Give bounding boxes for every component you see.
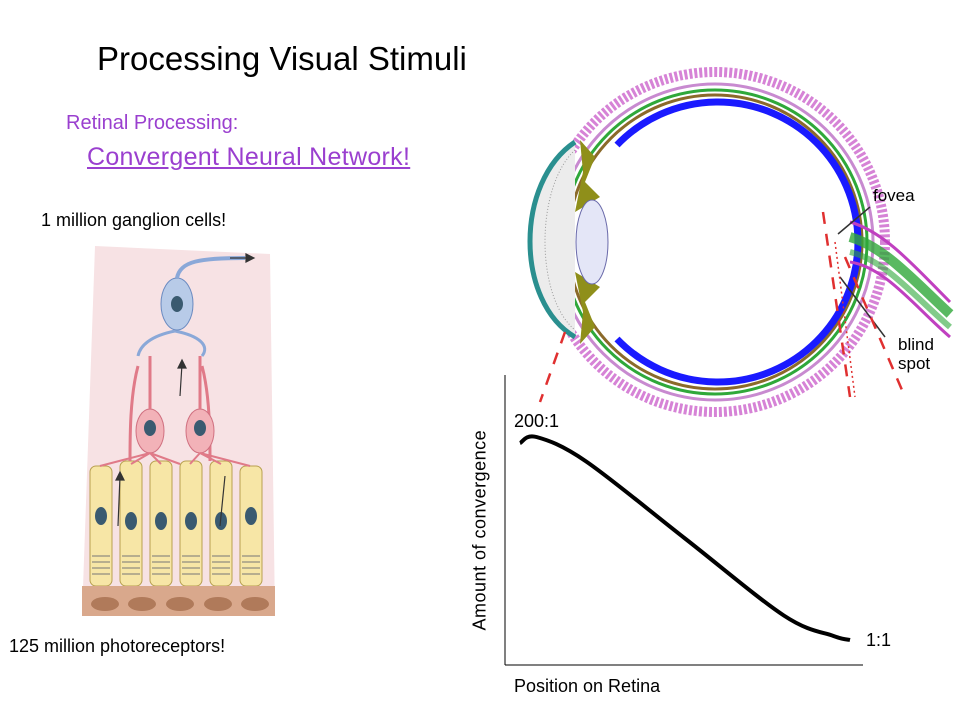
dashed-line-fovea bbox=[821, 211, 852, 398]
y-axis-label: Amount of convergence bbox=[469, 429, 490, 631]
pigment-epithelium bbox=[82, 586, 275, 616]
lens bbox=[575, 199, 609, 285]
iris-upper bbox=[575, 140, 600, 212]
x-axis-label: Position on Retina bbox=[514, 676, 661, 696]
convergence-curve bbox=[518, 434, 851, 642]
page-title: Processing Visual Stimuli bbox=[97, 40, 467, 77]
photoreceptors-label: 125 million photoreceptors! bbox=[9, 636, 226, 656]
dotted-line-center bbox=[834, 241, 856, 398]
high-ratio-label: 200:1 bbox=[514, 411, 560, 431]
cornea bbox=[527, 139, 577, 340]
convergent-network-link[interactable]: Convergent Neural Network! bbox=[87, 143, 411, 171]
section-subtitle: Retinal Processing: bbox=[66, 112, 239, 134]
bipolar-cells bbox=[99, 356, 251, 467]
ganglion-cells-label: 1 million ganglion cells! bbox=[41, 210, 227, 230]
iris-lower bbox=[575, 272, 600, 344]
signal-arrows bbox=[115, 253, 256, 527]
photoreceptor-cells bbox=[89, 460, 263, 587]
convergence-chart bbox=[504, 375, 863, 666]
fovea-label: fovea bbox=[873, 186, 915, 205]
low-ratio-label: 1:1 bbox=[866, 630, 892, 650]
blind-spot-label: blind spot bbox=[898, 335, 934, 373]
choroid bbox=[561, 88, 869, 396]
optic-nerve bbox=[848, 220, 954, 339]
eye-cross-section-diagram bbox=[527, 67, 954, 417]
dashed-line-blindspot bbox=[843, 256, 907, 398]
retina-cell-diagram bbox=[82, 246, 275, 616]
